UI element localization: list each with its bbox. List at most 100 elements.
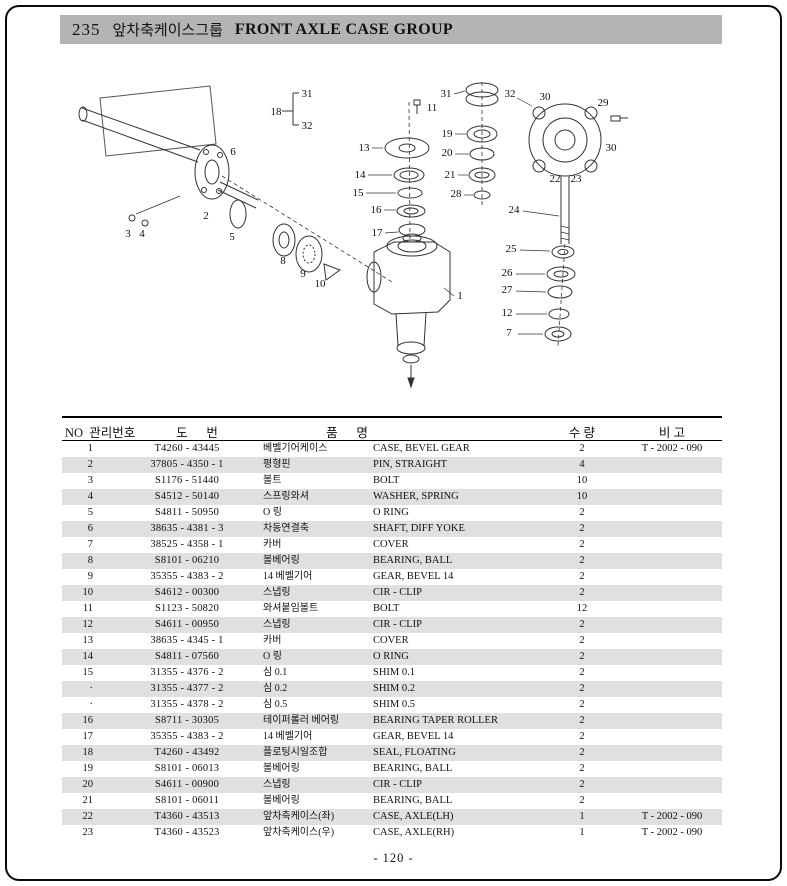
diagram-callout-31: 31	[441, 88, 452, 100]
diagram-callout-18: 18	[271, 106, 283, 118]
cell-part_no: S8101 - 06210	[154, 555, 220, 566]
cell-remark	[622, 793, 722, 809]
cell-name_kr: 14 베벨기어	[263, 571, 313, 582]
cell-name_kr: O 링	[263, 651, 282, 662]
cell-name_en: COVER	[373, 635, 409, 646]
diagram-callout-27: 27	[502, 284, 514, 296]
cell-name_en: CIR - CLIP	[373, 587, 423, 598]
cell-name_kr: 와셔붙임볼트	[263, 603, 319, 614]
cell-name_kr: O 링	[263, 507, 282, 518]
cell-name_en: CIR - CLIP	[373, 619, 423, 630]
cell-part_no: 31355 - 4376 - 2	[150, 667, 224, 678]
cell-part_no: T4260 - 43492	[154, 747, 220, 758]
cell-name_en: BEARING, BALL	[373, 555, 453, 566]
cell-name_en: GEAR, BEVEL 14	[373, 571, 454, 582]
cell-part_no: S8101 - 06011	[154, 795, 220, 806]
cell-remark: T - 2002 - 090	[641, 811, 703, 822]
cell-name_kr: 볼베어링	[263, 555, 300, 566]
diagram-callout-32: 32	[302, 120, 313, 132]
cell-remark	[622, 729, 722, 745]
diagram-callout-20: 20	[442, 147, 454, 159]
cell-qty: 2	[579, 651, 585, 662]
cell-part_no: 35355 - 4383 - 2	[150, 731, 224, 742]
cell-no: ·	[89, 683, 94, 694]
diagram-callout-11: 11	[427, 102, 438, 114]
cell-part_no: T4360 - 43513	[154, 811, 220, 822]
cell-qty: 2	[579, 587, 585, 598]
cell-name_en: SHIM 0.5	[373, 699, 416, 710]
cell-name_en: BEARING, BALL	[373, 763, 453, 774]
cell-name_en: SHAFT, DIFF YOKE	[373, 523, 465, 534]
diagram-callout-3: 3	[125, 228, 131, 240]
cell-name_kr: 스냅링	[263, 587, 291, 598]
cell-name_kr: 볼트	[263, 475, 282, 486]
diagram-callout-15: 15	[353, 187, 365, 199]
cell-part_no: T4360 - 43523	[154, 827, 220, 838]
cell-name_en: BOLT	[373, 603, 400, 614]
cell-name_kr: 스냅링	[263, 619, 291, 630]
cell-name_en: CIR - CLIP	[373, 779, 423, 790]
diagram-callout-31: 31	[302, 88, 313, 100]
cell-part_no: S8711 - 30305	[154, 715, 220, 726]
cell-qty: 2	[579, 795, 585, 806]
diagram-callout-6: 6	[230, 146, 236, 158]
cell-no: 4	[87, 491, 93, 502]
cell-qty: 2	[579, 683, 585, 694]
diagram-callout-5: 5	[229, 231, 235, 243]
cell-name_kr: 앞차축케이스(우)	[263, 827, 335, 838]
cell-no: 10	[82, 587, 94, 598]
cell-qty: 2	[579, 555, 585, 566]
diagram-callout-16: 16	[371, 204, 383, 216]
cell-name_kr: 14 베벨기어	[263, 731, 313, 742]
doc-number: 235	[72, 19, 101, 39]
cell-name_en: BEARING TAPER ROLLER	[373, 715, 498, 726]
cell-part_no: S4811 - 50950	[154, 507, 220, 518]
cell-name_kr: 볼베어링	[263, 763, 300, 774]
cell-remark	[622, 489, 722, 505]
page-footer: - 120 -	[0, 851, 787, 866]
cell-qty: 2	[579, 715, 585, 726]
cell-no: 18	[82, 747, 94, 758]
title-bar: 235 앞차축케이스그룹 FRONT AXLE CASE GROUP	[60, 15, 722, 44]
cell-name_kr: 평형핀	[263, 459, 291, 470]
cell-no: 6	[87, 523, 93, 534]
cell-remark	[622, 713, 722, 729]
cell-qty: 10	[576, 491, 588, 502]
cell-no: 20	[82, 779, 94, 790]
cell-no: 11	[82, 603, 93, 614]
diagram-callout-13: 13	[359, 142, 371, 154]
cell-name_en: SHIM 0.1	[373, 667, 416, 678]
diagram-callout-24: 24	[509, 204, 521, 216]
diagram-callout-25: 25	[506, 243, 518, 255]
cell-no: ·	[89, 699, 94, 710]
cell-part_no: T4260 - 43445	[154, 443, 220, 454]
cell-name_kr: 차동연결축	[263, 523, 309, 534]
doc-title-korean: 앞차축케이스그룹	[112, 23, 223, 39]
cell-name_en: GEAR, BEVEL 14	[373, 731, 454, 742]
cell-remark	[622, 537, 722, 553]
cell-no: 3	[87, 475, 93, 486]
cell-remark	[622, 521, 722, 537]
cell-qty: 2	[579, 571, 585, 582]
diagram-callout-26: 26	[502, 267, 514, 279]
cell-name_en: PIN, STRAIGHT	[373, 459, 448, 470]
cell-name_en: CASE, AXLE(RH)	[373, 827, 455, 838]
cell-no: 8	[87, 555, 93, 566]
cell-part_no: 38635 - 4345 - 1	[150, 635, 224, 646]
cell-part_no: S4611 - 00950	[154, 619, 220, 630]
cell-qty: 2	[579, 539, 585, 550]
cell-remark	[622, 585, 722, 601]
cell-qty: 2	[579, 731, 585, 742]
